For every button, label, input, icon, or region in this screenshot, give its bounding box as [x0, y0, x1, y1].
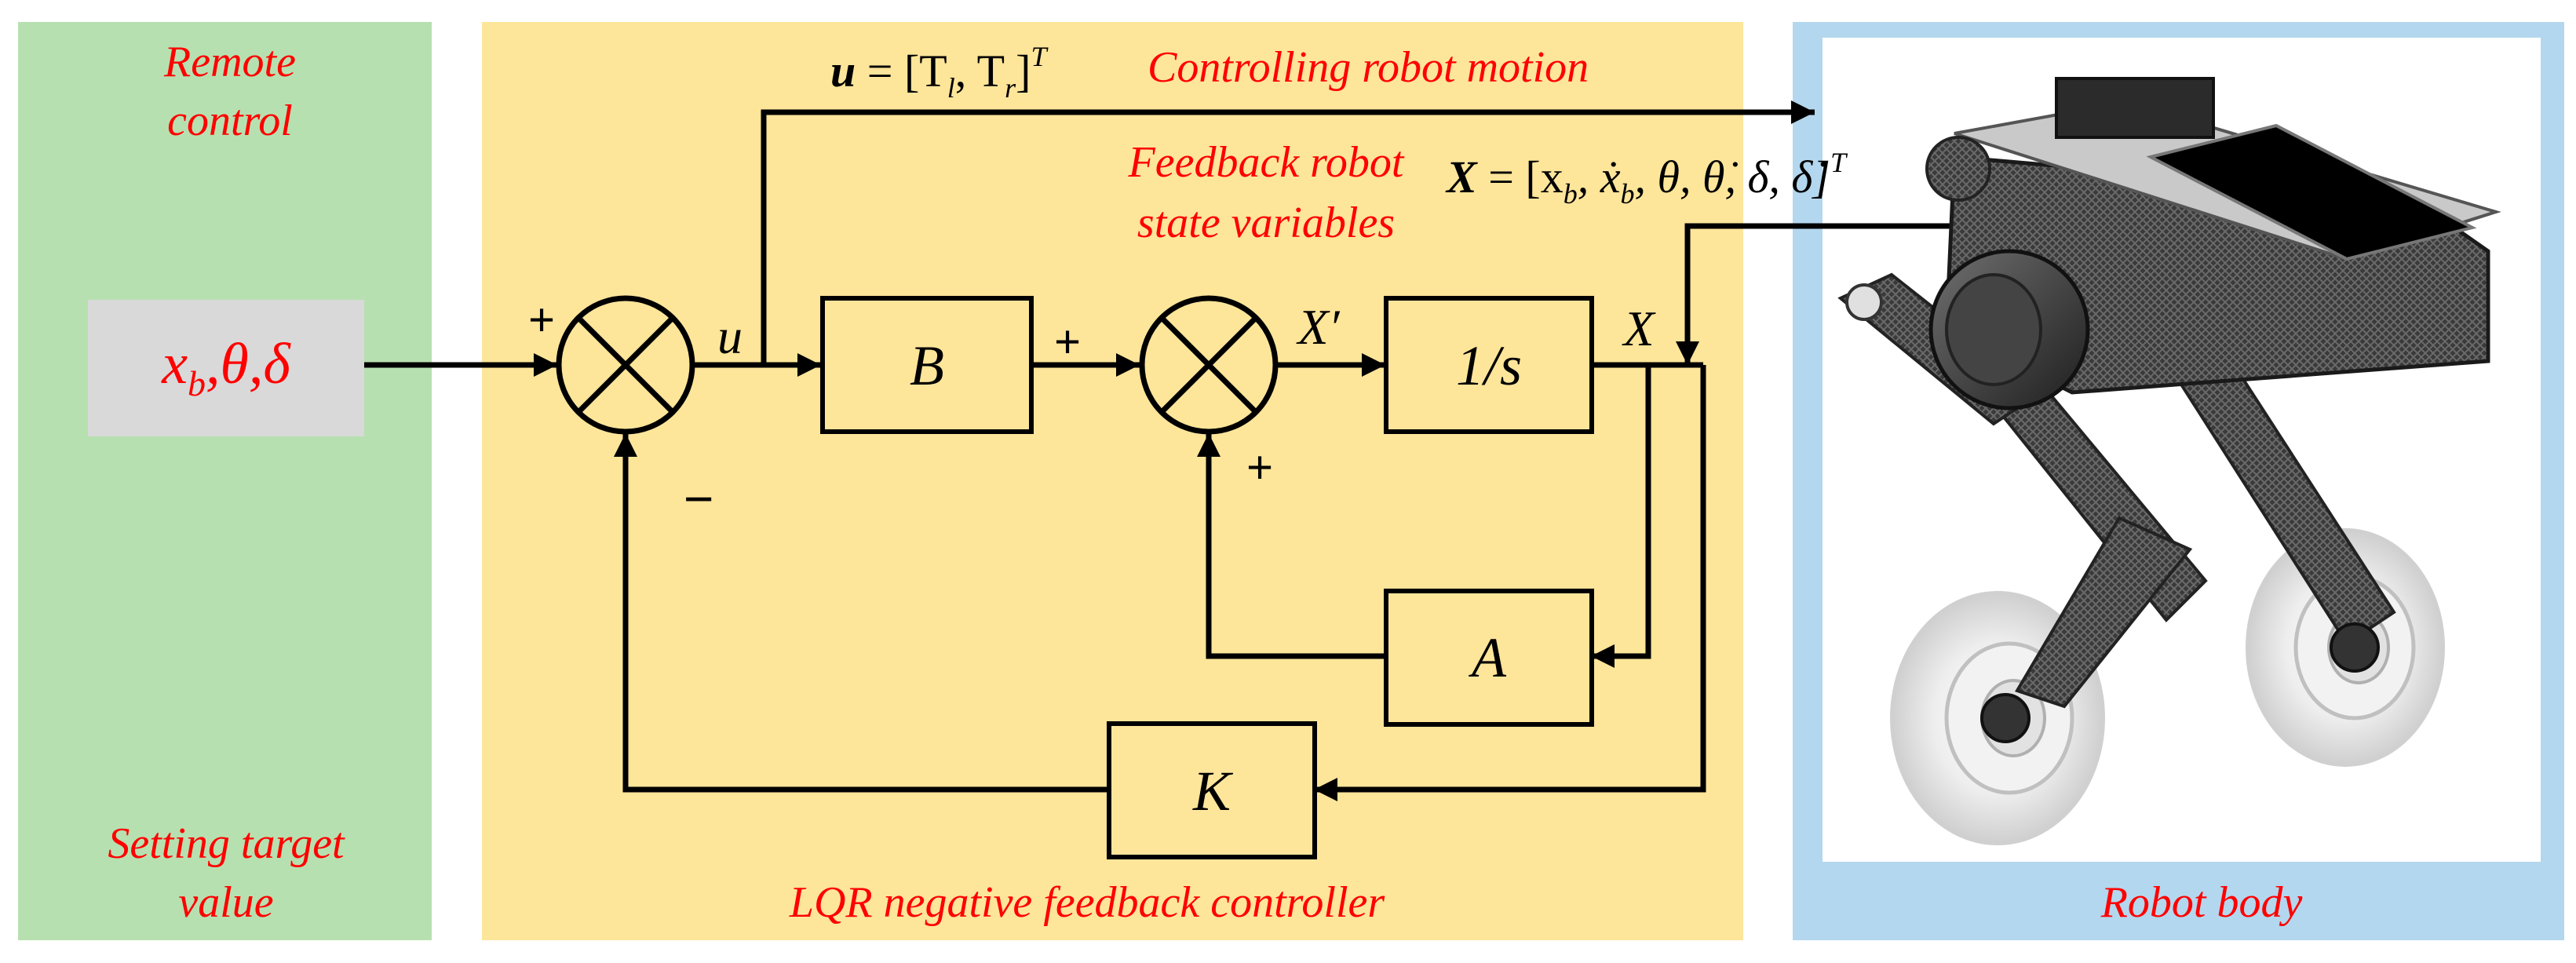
wire-x-to-K	[1314, 365, 1706, 801]
robot-top-module	[2055, 77, 2215, 139]
wire-A-to-sum2	[1197, 433, 1385, 659]
block-K	[1107, 721, 1317, 859]
wire-K-to-sum1	[614, 433, 1108, 793]
state-vector-equation: X = [xb, ẋb, θ, θ̇, δ, δ̇]T	[1445, 147, 1848, 210]
signal-x-prime-label: X′	[1295, 299, 1340, 355]
wire-state-feedback-in	[1676, 223, 1998, 365]
controlling-motion-label: Controlling robot motion	[1148, 43, 1589, 92]
block-A	[1384, 589, 1594, 727]
hip-motor-cap	[1945, 273, 2042, 386]
block-B-label: B	[910, 334, 944, 397]
controller-panel-footer: LQR negative feedback controller	[789, 878, 1385, 927]
sum2-plus-sign-bottom: +	[1246, 442, 1273, 493]
robot-illustration	[1837, 77, 2501, 845]
robot-panel-footer: Robot body	[2100, 878, 2303, 927]
block-integrator	[1384, 296, 1594, 434]
target-value-box	[88, 300, 364, 436]
block-K-label: K	[1192, 760, 1234, 823]
sum2-plus-sign-top: +	[1054, 316, 1081, 367]
control-vector-equation: u = [Tl, Tr]T	[830, 41, 1049, 104]
remote-control-panel	[18, 22, 432, 940]
summing-junction-2	[1139, 295, 1279, 435]
foot-joint-right	[2330, 622, 2380, 673]
knee-joint-left	[1845, 283, 1883, 321]
wire-u-to-robot	[761, 100, 1815, 365]
sum1-plus-sign: +	[528, 294, 555, 345]
feedback-label-line1: Feedback robot	[1128, 138, 1405, 187]
summing-junction-1	[556, 295, 695, 435]
remote-panel-footer-line1: Setting target	[108, 819, 345, 868]
sum1-minus-sign: −	[684, 469, 714, 527]
block-A-label: A	[1469, 626, 1507, 689]
remote-panel-footer-line2: value	[178, 878, 273, 927]
wire-x-to-A	[1591, 365, 1651, 668]
left-link	[2015, 516, 2193, 709]
block-B	[820, 296, 1034, 434]
hip-pivot-top	[1925, 136, 1991, 202]
remote-panel-title-line1: Remote	[163, 38, 296, 86]
robot-screen	[2146, 123, 2477, 261]
block-integrator-label: 1/s	[1456, 334, 1522, 397]
foot-joint-left	[1980, 693, 2031, 743]
remote-panel-title-line2: control	[167, 97, 293, 145]
target-value-label: xb,θ,δ	[161, 332, 291, 403]
feedback-label-line2: state variables	[1137, 199, 1395, 247]
signal-x-label: X	[1621, 301, 1656, 356]
signal-u-label: u	[717, 308, 743, 364]
